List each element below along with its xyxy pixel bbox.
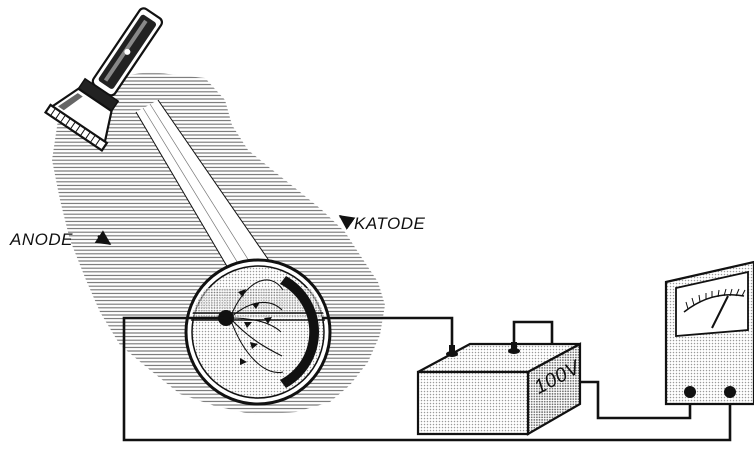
anode-label: ANODE <box>10 230 73 249</box>
meter-icon <box>664 260 754 406</box>
light-beam <box>135 99 271 286</box>
katode-label: KATODE <box>354 214 426 233</box>
battery-icon <box>416 342 582 436</box>
flashlight-icon <box>43 7 164 152</box>
anode-arrow-icon <box>94 230 112 246</box>
katode-arrow-icon <box>338 214 356 230</box>
anode-ball <box>218 310 234 326</box>
katode-plate <box>280 276 320 388</box>
electron-arrows <box>238 289 272 365</box>
photocell-tube-icon <box>184 258 332 406</box>
